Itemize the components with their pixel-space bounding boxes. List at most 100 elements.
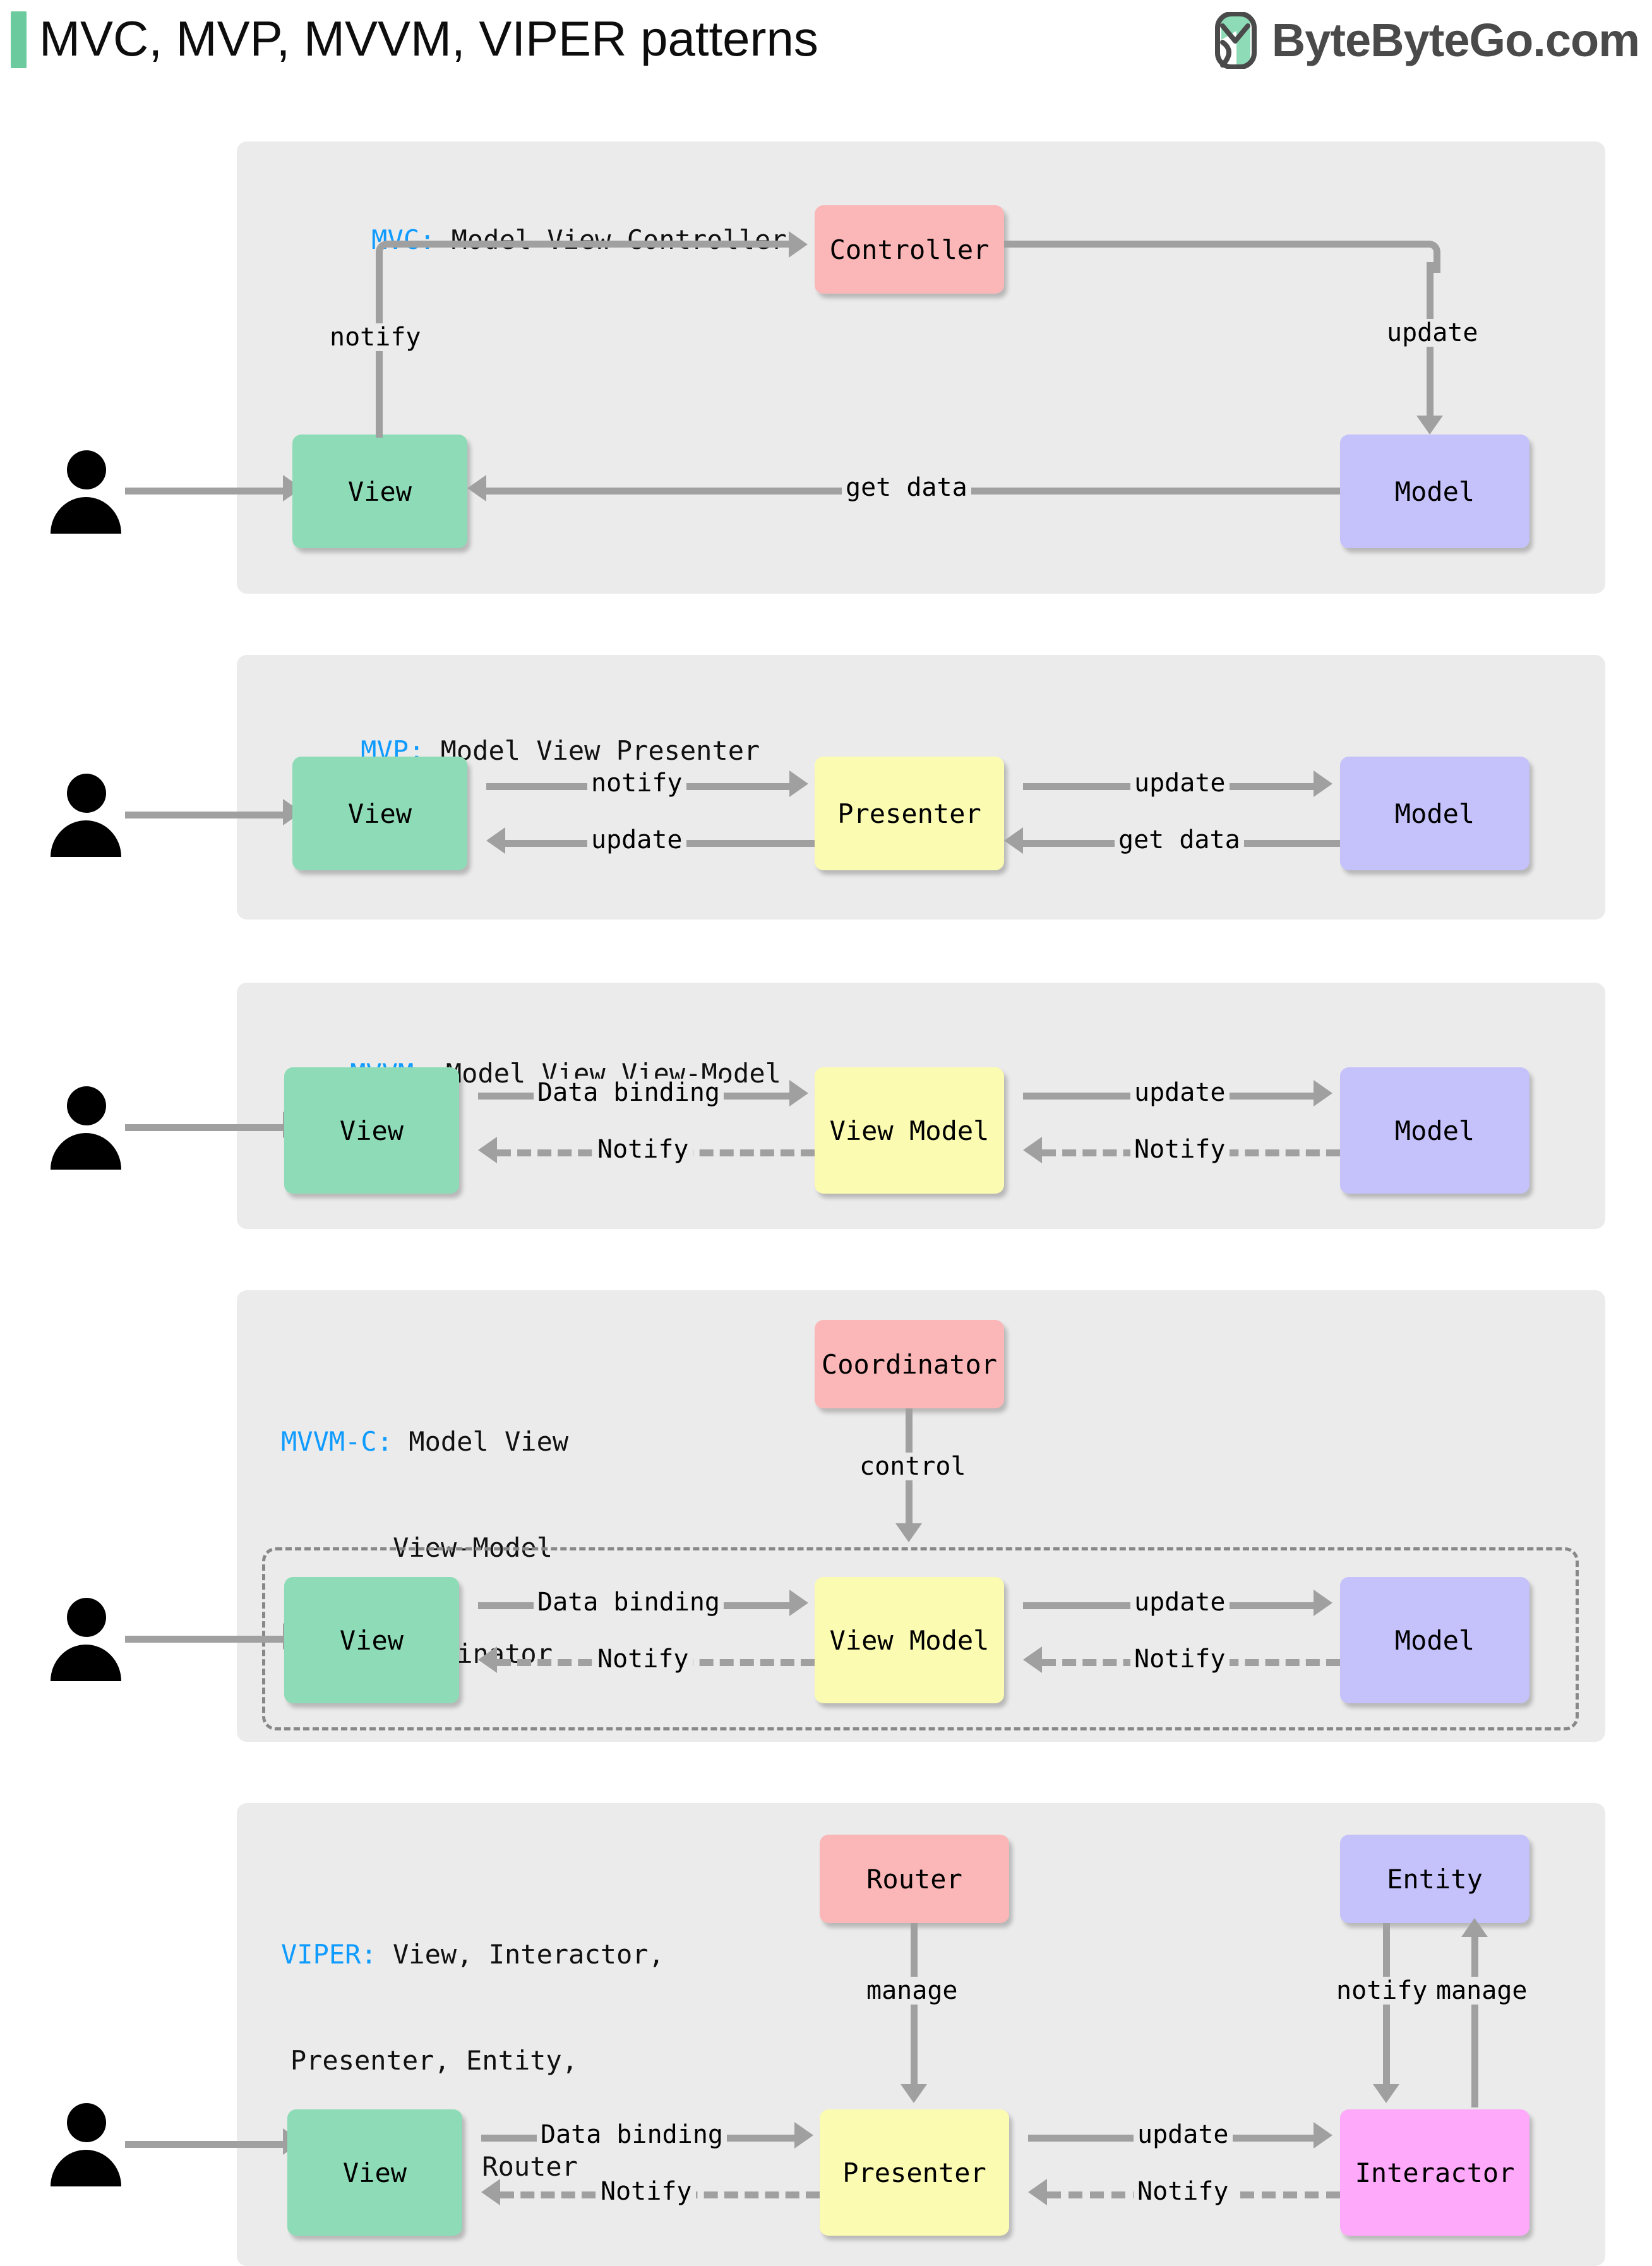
edge-label-notify-mvc: notify	[326, 323, 425, 351]
brand-name: ByteByteGo.com	[1271, 14, 1640, 66]
edge-label-manage-router-viper: manage	[863, 1977, 962, 2005]
node-view-model-mvvm: View Model	[815, 1067, 1004, 1194]
user-actor	[51, 2103, 121, 2186]
edge-label-notify-left-mvvm: Notify	[594, 1136, 693, 1163]
section-title-line1-viper: View, Interactor,	[376, 1939, 664, 1970]
edge-label-update-viper: update	[1134, 2121, 1233, 2149]
section-title-line1-mvvm-c: Model View	[393, 1426, 569, 1457]
actor-body	[51, 2150, 121, 2186]
node-entity-viper: Entity	[1340, 1835, 1529, 1923]
node-model-mvvm: Model	[1340, 1067, 1529, 1194]
arrowhead-model-to-viewmodel-mvvm-c	[1023, 1646, 1042, 1673]
arrowhead-presenter-to-interactor-viper	[1314, 2122, 1332, 2149]
actor-body	[51, 820, 121, 857]
actor-head	[67, 2103, 106, 2142]
node-label: View	[342, 2157, 407, 2188]
arrowhead-view-to-controller-mvc	[789, 231, 808, 258]
node-label: View	[339, 1624, 404, 1656]
node-view-mvvm: View	[284, 1067, 459, 1194]
edge-label-databinding-mvvm-c: Data binding	[534, 1588, 724, 1616]
edge-router-to-presenter-line-viper	[911, 1923, 918, 2097]
edge-label-notify-left-mvvm-c: Notify	[594, 1645, 693, 1673]
arrowhead-presenter-to-model-mvp	[1314, 770, 1332, 797]
page-title: MVC, MVP, MVVM, VIPER patterns	[39, 11, 818, 66]
node-model-mvp: Model	[1340, 757, 1529, 870]
node-label: View	[347, 476, 412, 507]
node-label: Interactor	[1355, 2157, 1515, 2188]
node-presenter-viper: Presenter	[820, 2109, 1009, 2236]
actor-body	[51, 1645, 121, 1681]
arrowhead-viewmodel-to-view-mvvm-c	[478, 1646, 497, 1673]
node-label: View	[347, 798, 412, 829]
arrowhead-presenter-to-view-viper	[481, 2179, 500, 2205]
edge-actor-to-view-mvvm-c	[125, 1636, 283, 1643]
edge-label-update-mvc: update	[1383, 319, 1482, 347]
node-label: Presenter	[837, 798, 981, 829]
edge-label-control-mvvm-c: control	[856, 1453, 970, 1480]
bytebytego-logo-icon	[1214, 12, 1257, 69]
title-accent-bar	[11, 11, 27, 68]
edge-label-getdata-mvc: get data	[842, 474, 971, 501]
node-label: Model	[1394, 1624, 1475, 1656]
edge-label-update-mvp: update	[587, 826, 686, 854]
node-label: View	[339, 1115, 404, 1146]
node-model-mvc: Model	[1340, 435, 1529, 548]
edge-entity-to-interactor-line-viper	[1383, 1923, 1390, 2097]
arrowhead-model-to-viewmodel-mvvm	[1023, 1137, 1042, 1163]
edge-label-update-mvvm: update	[1130, 1079, 1230, 1106]
arrowhead-presenter-to-view-mvp	[486, 827, 505, 854]
node-router-viper: Router	[820, 1835, 1009, 1923]
edge-view-to-controller-hline-mvc	[397, 241, 789, 248]
node-presenter-mvp: Presenter	[815, 757, 1004, 870]
edge-label-notify-right-viper: Notify	[1134, 2178, 1233, 2205]
arrowhead-interactor-to-entity-viper	[1461, 1918, 1488, 1937]
arrowhead-coordinator-mvvm-c	[895, 1523, 922, 1542]
node-view-model-mvvm-c: View Model	[815, 1577, 1004, 1703]
arrowhead-model-to-presenter-mvp	[1004, 827, 1023, 854]
section-key-viper: VIPER:	[281, 1939, 377, 1970]
node-label: View Model	[829, 1115, 990, 1146]
arrowhead-controller-to-model-mvc	[1416, 416, 1443, 435]
user-actor	[51, 774, 121, 857]
section-title-mvp: MVP: Model View Presenter	[297, 698, 760, 804]
node-view-mvvm-c: View	[284, 1577, 459, 1703]
arrowhead-view-to-viewmodel-mvvm-c	[789, 1590, 808, 1616]
user-actor	[51, 450, 121, 534]
node-controller-mvc: Controller	[815, 205, 1004, 294]
actor-head	[67, 1086, 106, 1125]
section-key-mvvm-c: MVVM-C:	[281, 1426, 393, 1457]
node-label: View Model	[829, 1624, 990, 1656]
edge-label-notify-entity-viper: notify	[1332, 1977, 1432, 2005]
node-label: Model	[1394, 1115, 1475, 1146]
edge-actor-to-view-mvvm	[125, 1124, 283, 1131]
node-label: Model	[1394, 798, 1475, 829]
edge-actor-to-view-mvp	[125, 812, 283, 818]
edge-label-notify-mvp: notify	[587, 769, 686, 797]
arrowhead-viewmodel-to-model-mvvm-c	[1314, 1590, 1332, 1616]
section-title-rest-mvp: Model View Presenter	[424, 735, 760, 766]
node-coordinator-mvvm-c: Coordinator	[815, 1320, 1004, 1408]
edge-controller-to-model-corner-mvc	[1408, 241, 1440, 273]
node-label: Controller	[829, 234, 990, 265]
arrowhead-view-to-presenter-viper	[794, 2122, 813, 2149]
node-view-mvp: View	[292, 757, 467, 870]
edge-label-databinding-mvvm: Data binding	[534, 1079, 724, 1106]
node-label: Router	[866, 1863, 962, 1895]
arrowhead-view-to-viewmodel-mvvm	[789, 1080, 808, 1106]
user-actor	[51, 1598, 121, 1681]
actor-body	[51, 497, 121, 534]
page-header: MVC, MVP, MVVM, VIPER patterns ByteByteG…	[0, 0, 1652, 88]
brand-logo-block: ByteByteGo.com	[1211, 11, 1640, 69]
node-label: Coordinator	[821, 1348, 998, 1380]
edge-interactor-to-entity-line-viper	[1471, 1936, 1478, 2107]
edge-label-update2-mvp: update	[1130, 769, 1230, 797]
edge-label-notify-right-mvvm: Notify	[1130, 1136, 1230, 1163]
arrowhead-viewmodel-to-view-mvvm	[478, 1137, 497, 1163]
actor-head	[67, 450, 106, 489]
edge-actor-to-view-viper	[125, 2141, 283, 2148]
edge-actor-to-view-mvc	[125, 488, 283, 495]
actor-body	[51, 1133, 121, 1170]
arrowhead-model-to-view-mvc	[467, 475, 486, 501]
arrowhead-entity-to-interactor-viper	[1373, 2084, 1399, 2103]
edge-label-getdata-mvp: get data	[1115, 826, 1244, 854]
